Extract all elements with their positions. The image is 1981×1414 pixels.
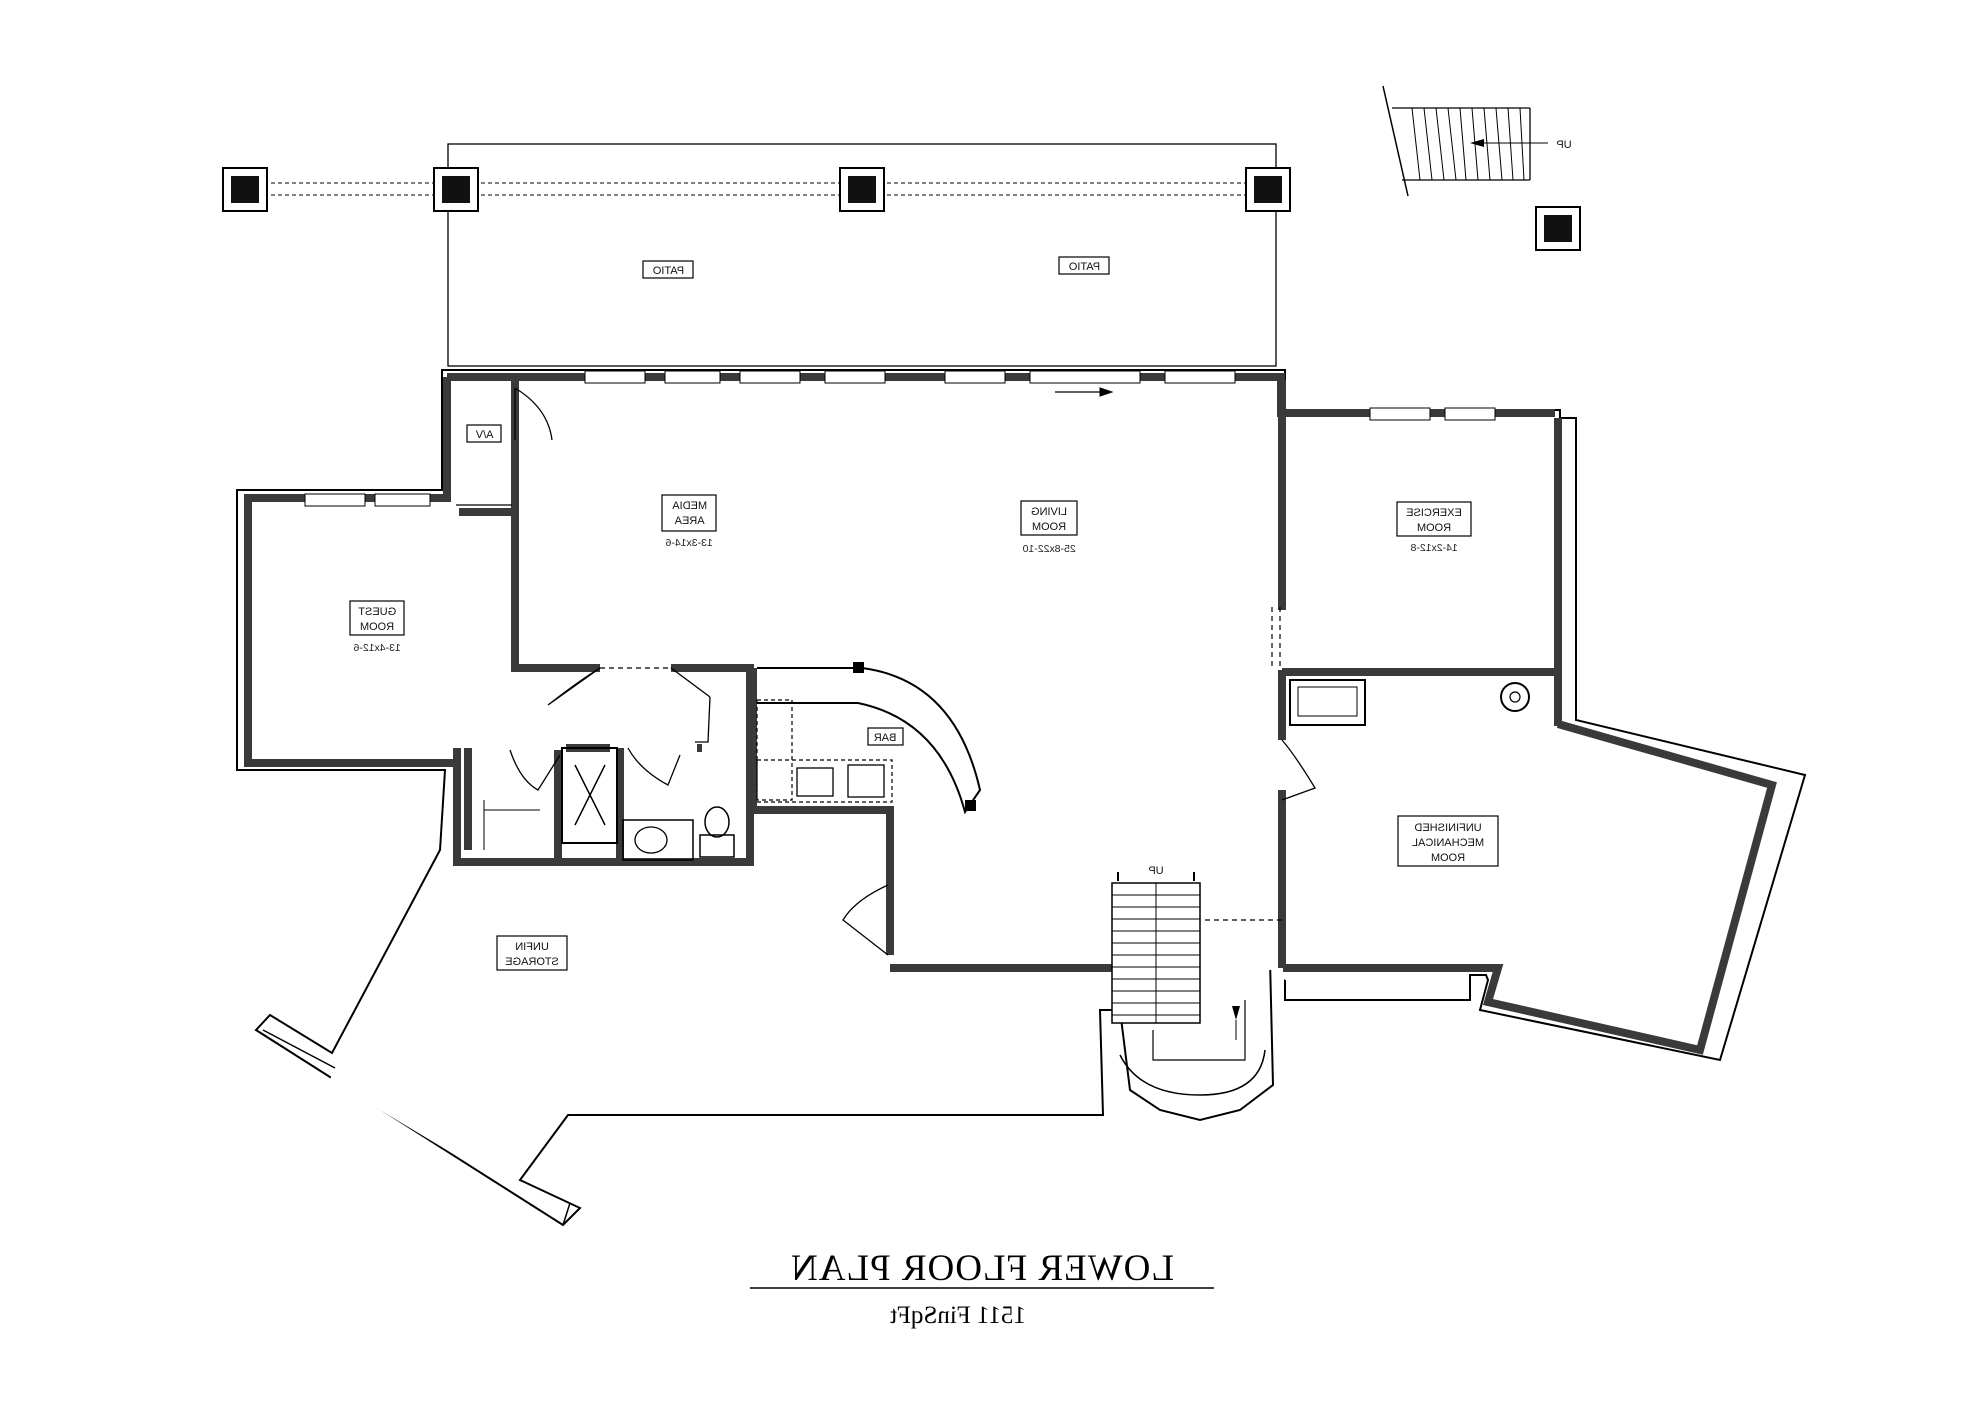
plan-title-block: LOWER FLOOR PLAN 1511 FinSqFt [750,1248,1214,1329]
room-media: MEDIA AREA 13-3x14-6 [661,494,717,549]
patio-left-text: PATIO [652,265,684,277]
mechanical-name-line-2: MECHANICAL [1412,837,1484,849]
av-closet: A/V [456,387,553,506]
windows [304,370,1496,507]
exercise-name-line-1: EXERCISE [1406,507,1462,519]
living-name-line-2: ROOM [1032,521,1066,533]
exterior-stair: UP [1382,85,1572,197]
toilet-icon [704,806,730,838]
plan-subtitle: 1511 FinSqFt [890,1302,1026,1329]
guest-name-line-2: ROOM [360,621,394,633]
interior-floor [252,385,1778,1182]
exterior-stair-up-text: UP [1556,139,1571,151]
media-name-line-2: AREA [674,515,705,527]
mechanical-name-line-1: UNFINISHED [1414,822,1481,834]
exercise-size: 14-2x12-8 [1410,542,1457,554]
media-name-line-1: MEDIA [672,500,708,512]
patio-pier [1535,206,1581,251]
room-exercise: EXERCISE ROOM 14-2x12-8 [1396,501,1472,554]
av-text: A/V [475,429,493,441]
storage-name-line-2: STORAGE [505,956,559,968]
storage-foundation [262,1029,571,1226]
room-living: LIVING ROOM 25-8x22-10 [1020,500,1078,555]
mechanical-equipment [1289,679,1530,726]
patio-pier [1245,167,1291,212]
furnace-icon [1289,679,1366,726]
patio-pier [839,167,885,212]
living-name-line-1: LIVING [1031,506,1067,518]
patio-pier [222,167,268,212]
sink-icon [634,826,668,854]
stair-up-text: UP [1148,865,1163,877]
central-stair: UP [1111,865,1266,1096]
room-storage: UNFIN STORAGE [496,935,568,971]
guest-size: 13-4x12-6 [353,642,400,654]
guest-name-line-1: GUEST [358,606,396,618]
mechanical-name-line-3: ROOM [1431,852,1465,864]
storage-name-line-1: UNFIN [515,941,549,953]
vanity [622,819,694,861]
room-mechanical: UNFINISHED MECHANICAL ROOM [1397,815,1499,867]
toilet-tank [699,834,735,858]
plan-title: LOWER FLOOR PLAN [790,1248,1174,1289]
patio-pier [433,167,479,212]
patio-label-left: PATIO [642,260,694,279]
bathroom-fixtures [483,747,735,861]
doors [509,607,1316,956]
bar-counter: BAR [756,662,982,815]
bar-sink-icon [796,767,834,797]
media-size: 13-3x14-6 [665,537,712,549]
arrow-left-icon [1470,139,1484,147]
bar-text: BAR [874,732,897,744]
room-guest: GUEST ROOM 13-4x12-6 [349,600,405,654]
exercise-name-line-2: ROOM [1417,522,1451,534]
patio-label-right: PATIO [1058,256,1110,275]
patio-right-text: PATIO [1068,261,1100,273]
living-size: 25-8x22-10 [1022,543,1075,555]
arrow-up-icon [1232,1006,1240,1020]
patio-area [236,143,1277,367]
water-heater-icon [1500,682,1530,712]
